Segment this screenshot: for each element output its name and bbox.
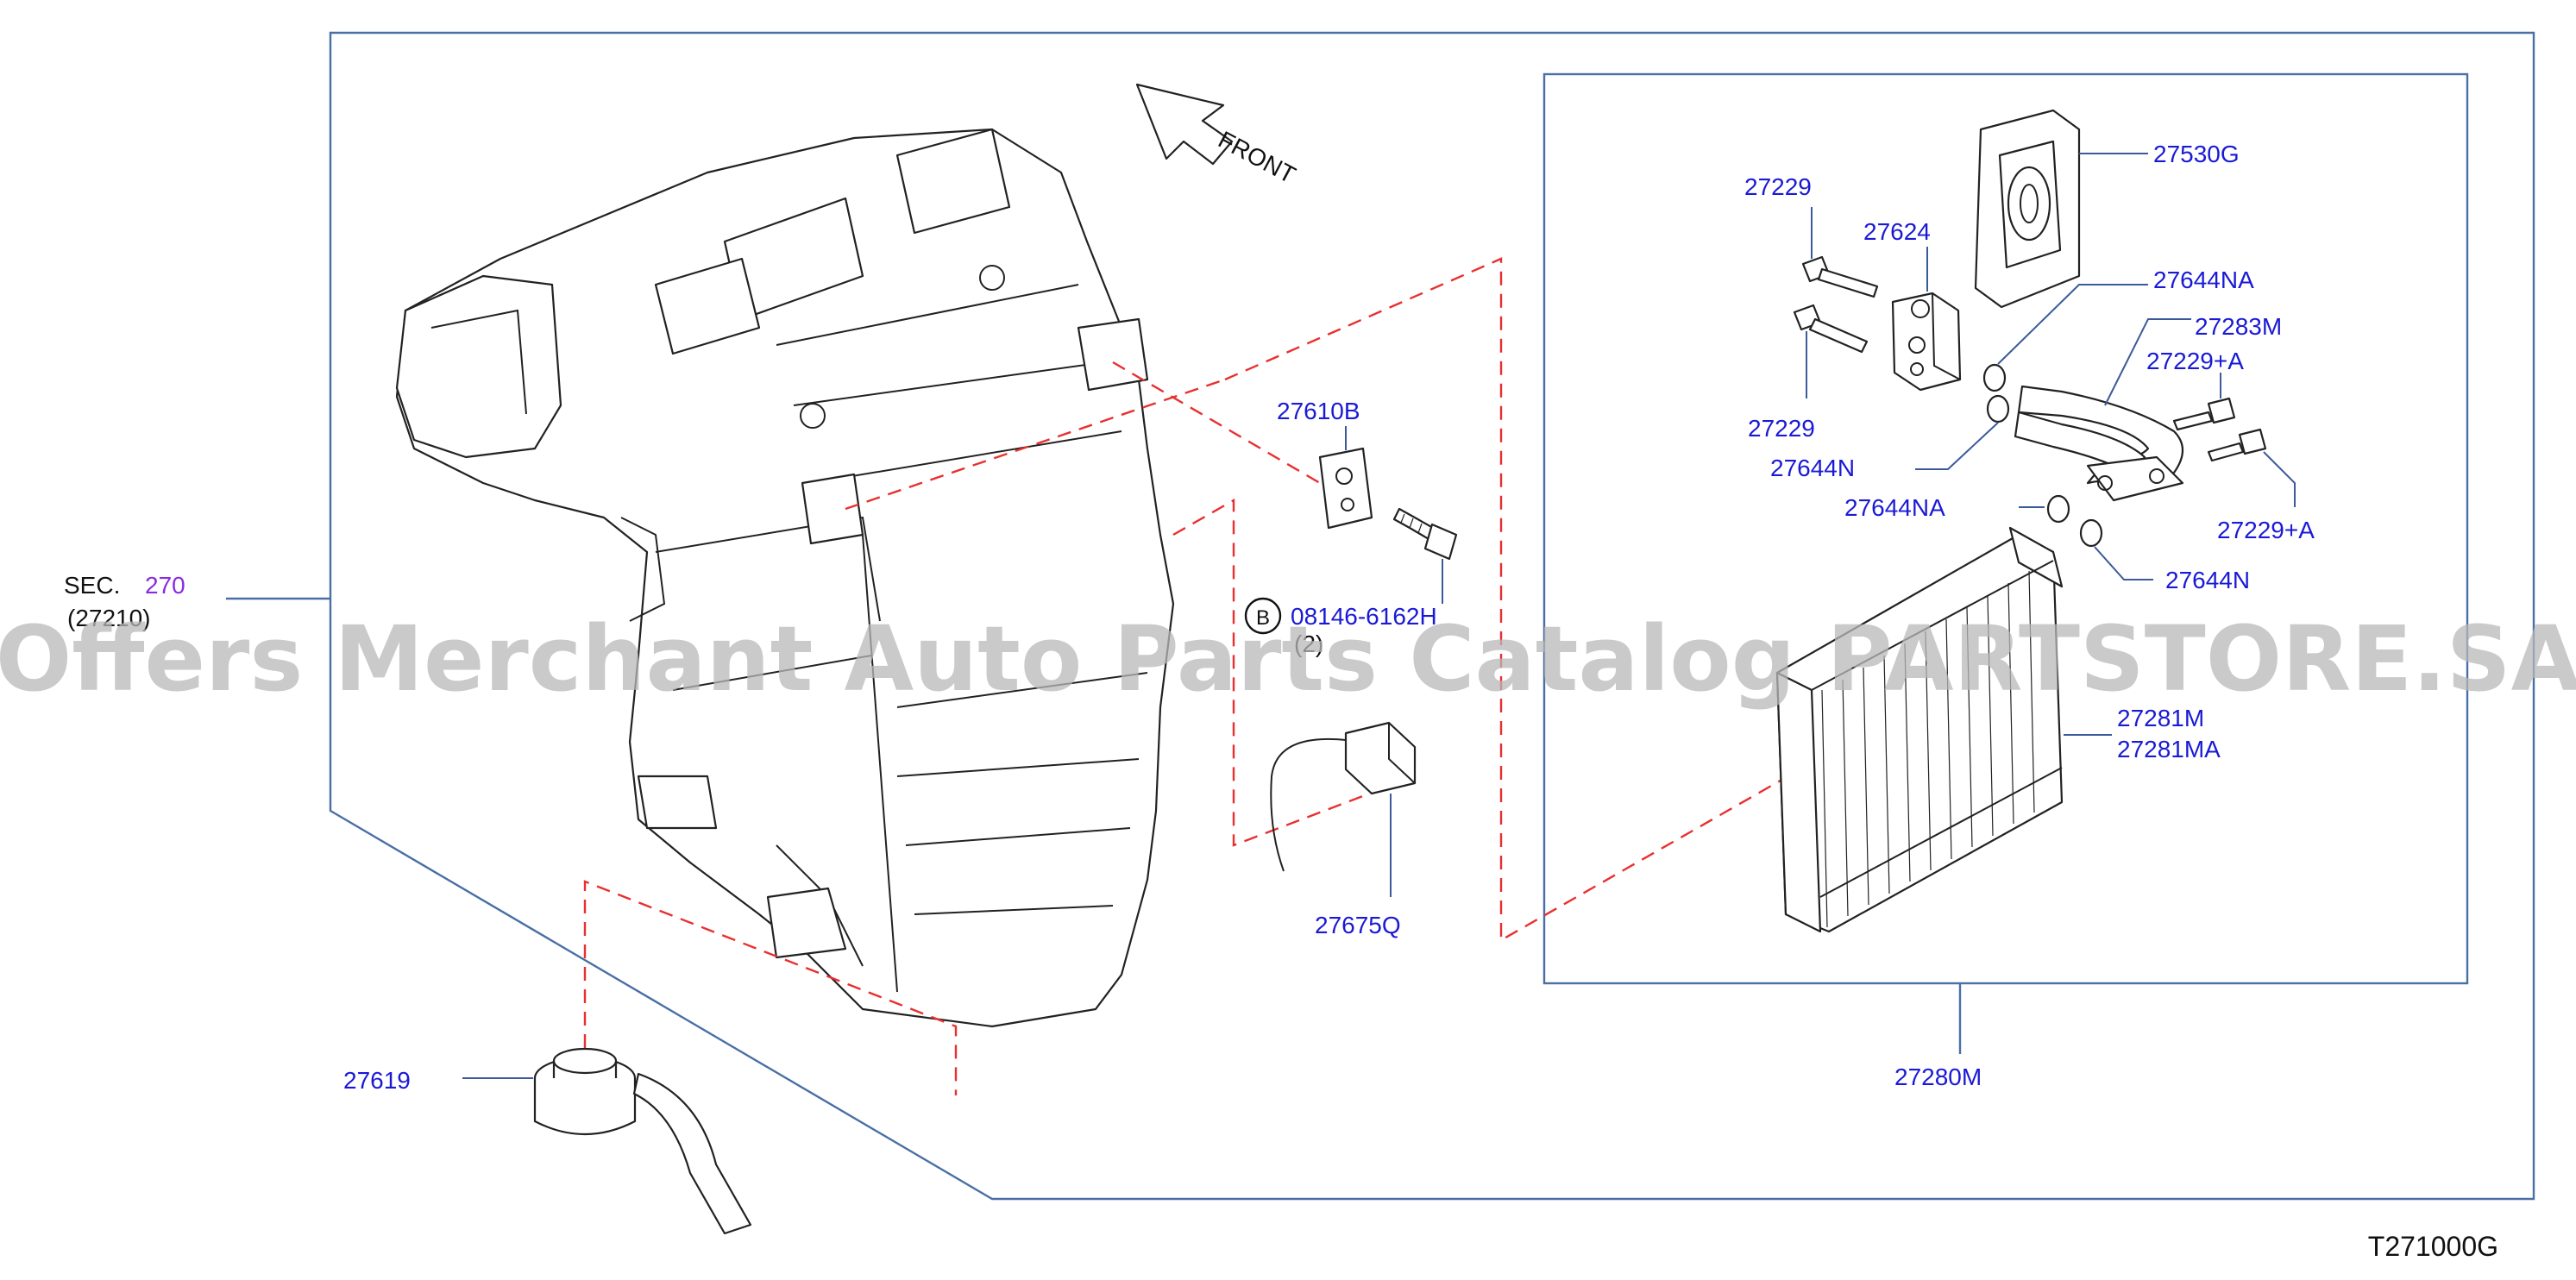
label-27281MA: 27281MA <box>2117 736 2221 762</box>
label-27675Q: 27675Q <box>1315 912 1401 938</box>
sensor-guide <box>1172 498 1416 847</box>
bolt-b-part <box>1392 507 1458 561</box>
label-27644NA-mid: 27644NA <box>1844 494 1945 521</box>
bracket-part <box>1318 447 1373 530</box>
sensor-part <box>1270 721 1417 872</box>
label-27619: 27619 <box>343 1067 411 1094</box>
callout-letter: B <box>1256 606 1270 630</box>
o-ring-mid-part <box>2046 494 2070 524</box>
label-27610B: 27610B <box>1277 398 1360 424</box>
cover-part <box>1974 109 2081 309</box>
pipe-part <box>2014 385 2184 502</box>
heater-unit-housing <box>395 128 1175 1028</box>
callout-circle-icon <box>1244 597 1282 635</box>
evaporator-guide <box>1499 587 1804 943</box>
label-27229A-top: 27229+A <box>2146 348 2244 374</box>
label-27283M: 27283M <box>2195 313 2282 340</box>
bracket-guide <box>1224 257 1503 587</box>
label-27530G: 27530G <box>2153 141 2240 167</box>
o-ring-lower-right-part <box>2079 518 2103 548</box>
diagram-code: T271000G <box>2368 1231 2498 1262</box>
o-ring-lower-left-part <box>1986 394 2010 424</box>
label-27624: 27624 <box>1863 218 1931 245</box>
pipe-bolt-upper-part <box>2172 397 2236 431</box>
label-27644N-right: 27644N <box>2165 567 2250 593</box>
pipe-leader <box>2104 318 2191 406</box>
section-number: 270 <box>145 572 185 599</box>
section-sub: (27210) <box>67 605 151 631</box>
pipe-bolt-lower-part <box>2207 428 2267 462</box>
watermark-text: Offers Merchant Auto Parts Catalog PARTS… <box>0 606 2576 712</box>
pipe-bolt-lower-leader <box>2263 451 2296 507</box>
drain-hose-guide <box>583 880 958 1095</box>
assembly-outline <box>329 31 2535 1201</box>
label-27280M: 27280M <box>1894 1064 1982 1090</box>
front-label: FRONT <box>1214 126 1300 189</box>
label-27644N-left: 27644N <box>1770 455 1855 481</box>
valve-bolt-bottom-part <box>1793 304 1869 354</box>
label-27281M: 27281M <box>2117 705 2204 731</box>
o-ring-lower-left-leader <box>1915 422 1999 470</box>
label-27229-bottom: 27229 <box>1748 415 1815 442</box>
expansion-valve-part <box>1891 292 1962 392</box>
valve-bolt-top-part <box>1801 255 1879 298</box>
label-27229A-bottom: 27229+A <box>2217 517 2315 543</box>
callout-part-number: 08146-6162H <box>1291 603 1437 630</box>
o-ring-upper-leader <box>1997 284 2148 365</box>
section-prefix: SEC. <box>64 572 120 599</box>
front-arrow-icon <box>1135 83 1234 166</box>
o-ring-upper-part <box>1982 363 2007 392</box>
drain-hose-part <box>533 1047 752 1235</box>
evaporator-part <box>1775 526 2064 933</box>
evaporator-assembly-frame <box>1542 72 2469 985</box>
o-ring-lower-right-leader <box>2094 546 2153 580</box>
mount-guide-right <box>1112 361 1321 485</box>
callout-quantity: (2) <box>1294 631 1323 657</box>
label-27229-top: 27229 <box>1744 173 1812 200</box>
label-27644NA-top: 27644NA <box>2153 267 2254 293</box>
